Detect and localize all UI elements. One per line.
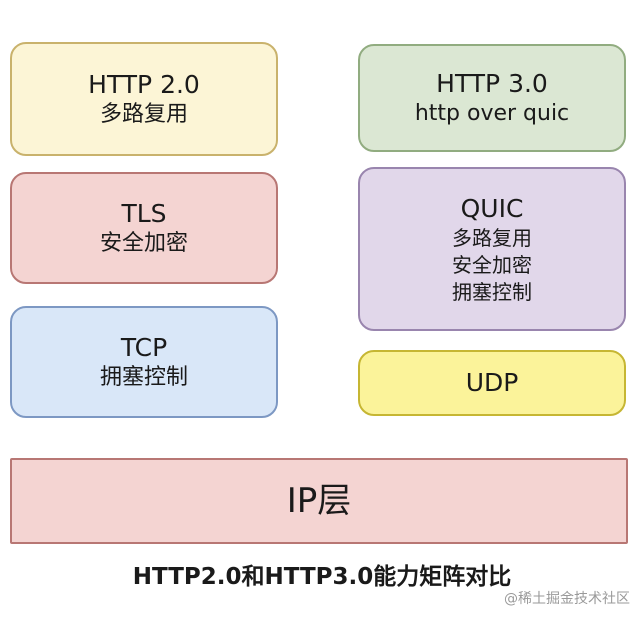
watermark: @稀土掘金技术社区: [504, 591, 630, 607]
http3-layer-box: HTTP 3.0 http over quic: [358, 44, 626, 152]
tls-layer-box: TLS 安全加密: [10, 172, 278, 284]
http3-feature: http over quic: [414, 101, 570, 126]
quic-feature-congestion: 拥塞控制: [452, 279, 532, 304]
tls-feature: 安全加密: [99, 231, 188, 256]
quic-title: QUIC: [460, 193, 524, 223]
quic-layer-box: QUIC 多路复用 安全加密 拥塞控制: [358, 167, 626, 331]
udp-title: UDP: [465, 368, 519, 397]
http2-feature: 多路复用: [99, 102, 188, 127]
http2-layer-box: HTTP 2.0 多路复用: [10, 42, 278, 156]
ip-title: IP层: [286, 481, 352, 521]
http2-title: HTTP 2.0: [88, 70, 200, 99]
tcp-layer-box: TCP 拥塞控制: [10, 306, 278, 418]
quic-feature-encryption: 安全加密: [452, 252, 532, 277]
tcp-title: TCP: [120, 333, 168, 362]
http3-title: HTTP 3.0: [436, 69, 548, 98]
tls-title: TLS: [121, 199, 167, 228]
ip-layer-box: IP层: [10, 458, 628, 544]
quic-feature-multiplexing: 多路复用: [452, 225, 532, 250]
tcp-feature: 拥塞控制: [99, 365, 188, 390]
udp-layer-box: UDP: [358, 350, 626, 416]
diagram-caption: HTTP2.0和HTTP3.0能力矩阵对比: [132, 564, 512, 590]
